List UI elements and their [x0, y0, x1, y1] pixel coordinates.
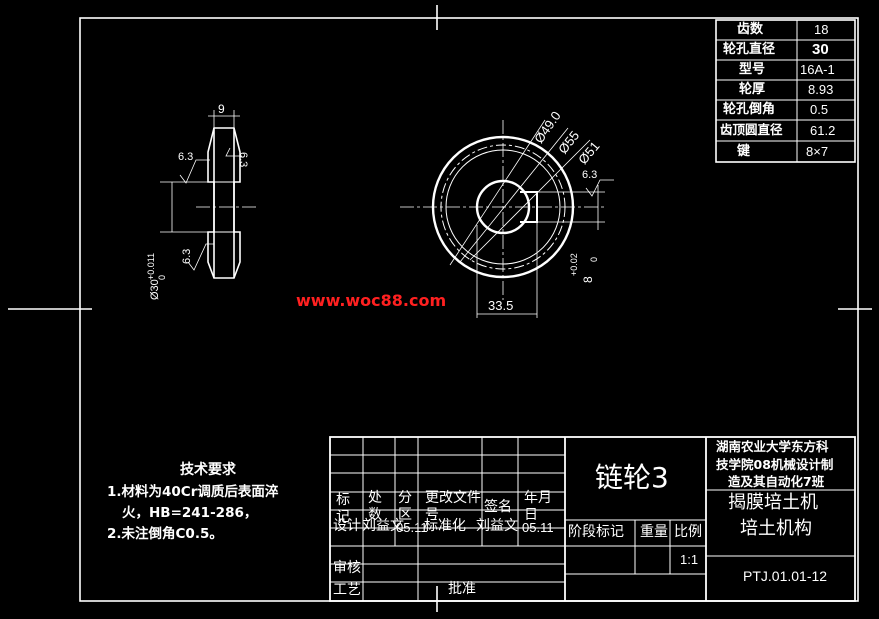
watermark-link[interactable]: www.woc88.com: [296, 291, 447, 310]
front-rough: 6.3: [582, 169, 598, 181]
title-block-grid: [329, 436, 856, 602]
tech-line-3: 2.未注倒角C0.5。: [107, 526, 223, 542]
scale-label: 比例: [674, 524, 702, 540]
tech-line-2: 火，HB=241-286，: [122, 505, 258, 521]
project-line-1: 揭膜培土机: [728, 492, 818, 513]
front-key-width: 8: [581, 276, 595, 283]
param-value-thickness: 8.93: [808, 82, 834, 97]
param-value-model: 16A-1: [800, 62, 835, 77]
side-dia-main: Ø30: [149, 279, 161, 300]
front-key-tol-lower: 0: [589, 256, 599, 262]
row-standard-label: 标准化: [424, 518, 466, 534]
org-line-3: 造及其自动化7班: [728, 474, 825, 489]
row-design-label: 设计: [333, 518, 361, 534]
col-zone: 分区: [398, 490, 412, 523]
front-hub-dim: 33.5: [488, 298, 514, 313]
col-sign: 签名: [484, 499, 512, 515]
side-dia-tol-upper: +0.011: [146, 252, 156, 280]
param-label-model: 型号: [739, 62, 766, 77]
param-label-bore-chamfer: 轮孔倒角: [723, 102, 776, 117]
designer-name: 刘益文: [362, 518, 404, 534]
project-line-2: 培土机构: [740, 518, 812, 539]
row-review-label: 审核: [333, 560, 361, 576]
org-line-1: 湖南农业大学东方科: [716, 439, 829, 454]
side-rough-right: 6.3: [237, 152, 249, 168]
param-value-tip-diameter: 61.2: [810, 123, 836, 138]
side-width-dim: 9: [218, 102, 225, 116]
col-count: 处数: [368, 490, 382, 523]
param-label-tip-diameter: 齿顶圆直径: [720, 122, 783, 137]
side-dia-tol-lower: 0: [157, 274, 167, 280]
param-value-bore-chamfer: 0.5: [810, 102, 829, 117]
side-rough-bottom: 6.3: [181, 248, 193, 264]
params-table-grid: [715, 19, 856, 163]
param-label-teeth: 齿数: [737, 22, 764, 37]
weight-label: 重量: [640, 524, 668, 540]
front-view-dimensions: [449, 119, 614, 318]
approve-label: 批准: [448, 581, 476, 597]
row-process-label: 工艺: [333, 582, 361, 598]
tech-title: 技术要求: [180, 462, 236, 478]
standardizer-name: 刘益文: [476, 518, 518, 534]
tech-line-1: 1.材料为40Cr调质后表面淬: [107, 484, 279, 500]
front-key-tol-upper: +0.02: [569, 253, 579, 276]
param-value-teeth: 18: [814, 22, 829, 37]
design-date: 05.11: [396, 520, 428, 535]
param-label-bore: 轮孔直径: [723, 42, 776, 57]
front-view-geometry: [400, 120, 606, 300]
side-view-geometry: [207, 127, 241, 279]
stage-mark: 阶段标记: [568, 524, 624, 540]
param-value-bore: 30: [812, 41, 829, 58]
part-name: 链轮3: [595, 461, 669, 494]
col-date: 年月日: [524, 490, 552, 523]
side-rough-left: 6.3: [178, 151, 194, 163]
col-mark: 标记: [336, 492, 350, 525]
org-line-2: 技学院08机械设计制: [716, 457, 834, 472]
side-view-dimensions: [160, 110, 256, 271]
scale-value: 1:1: [680, 552, 699, 567]
standard-date: 05.11: [522, 520, 554, 535]
param-label-thickness: 轮厚: [739, 82, 766, 97]
param-value-key: 8×7: [806, 144, 829, 159]
col-change-doc: 更改文件号: [425, 490, 481, 523]
param-label-key: 键: [737, 144, 751, 159]
drawing-number: PTJ.01.01-12: [743, 568, 828, 584]
